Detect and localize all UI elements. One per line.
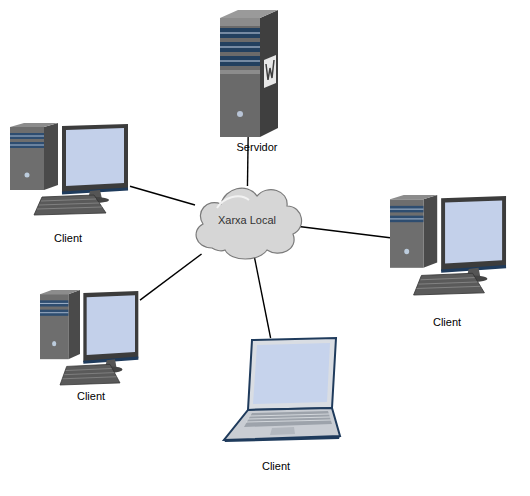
icon-part <box>390 209 423 210</box>
icon-part <box>417 286 481 288</box>
network-cloud: Xarxa Local <box>195 186 299 254</box>
icon-part <box>266 60 274 80</box>
icon-part <box>244 411 332 427</box>
icon-part <box>64 373 114 375</box>
icon-part <box>10 145 44 146</box>
network-link <box>140 254 202 300</box>
icon-part <box>220 70 260 74</box>
icon-part <box>264 55 276 88</box>
icon-part <box>40 290 80 294</box>
icon-part <box>40 312 68 313</box>
desktop-icon <box>40 290 140 385</box>
client-node: Client <box>40 290 140 385</box>
icon-part <box>40 310 68 316</box>
icon-part <box>220 33 260 34</box>
icon-part <box>253 343 330 404</box>
icon-part <box>87 295 135 355</box>
server-icon <box>220 10 278 137</box>
icon-part <box>60 364 120 385</box>
server-node: Servidor <box>220 10 278 137</box>
icon-part <box>10 133 44 139</box>
icon-part <box>404 249 409 254</box>
icon-part <box>25 173 30 178</box>
icon-part <box>250 414 329 416</box>
icon-part <box>220 28 260 38</box>
icon-part <box>270 427 295 435</box>
icon-part <box>63 377 117 379</box>
icon-part <box>66 128 124 186</box>
node-label: Xarxa Local <box>187 214 307 227</box>
laptop-icon <box>222 338 340 442</box>
node-label: Client <box>31 390 151 403</box>
icon-part <box>220 18 260 26</box>
icon-part <box>10 127 44 190</box>
icon-part <box>423 195 437 268</box>
icon-part <box>414 273 485 295</box>
icon-part <box>390 216 423 223</box>
icon-part <box>10 136 44 137</box>
icon-part <box>41 199 96 201</box>
node-label: Client <box>8 232 128 245</box>
icon-part <box>34 195 106 215</box>
client-node: Client <box>10 123 130 215</box>
node-label: Client <box>387 316 507 329</box>
icon-part <box>248 417 330 419</box>
icon-part <box>248 338 336 410</box>
client-node: Client <box>222 338 340 442</box>
icon-part <box>220 56 260 66</box>
icon-part <box>39 203 99 205</box>
desktop-icon <box>10 123 130 215</box>
icon-part <box>220 42 260 52</box>
client-node: Client <box>390 195 508 295</box>
icon-part <box>10 123 58 127</box>
icon-part <box>66 368 112 370</box>
icon-part <box>220 18 260 137</box>
icon-part <box>40 294 68 359</box>
network-link <box>254 254 271 338</box>
icon-part <box>224 408 340 440</box>
icon-part <box>390 199 423 267</box>
icon-part <box>10 142 44 148</box>
icon-part <box>390 206 423 213</box>
network-link <box>130 186 195 205</box>
icon-part <box>441 196 506 271</box>
icon-part <box>62 124 128 193</box>
icon-part <box>224 436 340 442</box>
icon-part <box>390 195 437 199</box>
icon-part <box>220 10 278 18</box>
icon-part <box>40 303 68 304</box>
icon-part <box>68 290 80 359</box>
icon-part <box>40 300 68 306</box>
node-label: Servidor <box>197 141 317 154</box>
icon-part <box>420 278 474 280</box>
node-label: Client <box>216 460 336 473</box>
desktop-icon <box>390 195 508 295</box>
icon-part <box>220 61 260 62</box>
icon-part <box>260 10 278 137</box>
icon-part <box>44 123 58 190</box>
icon-part <box>390 218 423 219</box>
icon-part <box>220 47 260 48</box>
icon-part <box>83 291 138 362</box>
icon-part <box>237 111 243 117</box>
icon-part <box>217 196 249 208</box>
icon-part <box>37 207 102 209</box>
icon-part <box>52 341 56 346</box>
icon-part <box>246 420 331 422</box>
network-link <box>299 226 390 237</box>
icon-part <box>445 200 502 263</box>
icon-part <box>419 282 478 284</box>
